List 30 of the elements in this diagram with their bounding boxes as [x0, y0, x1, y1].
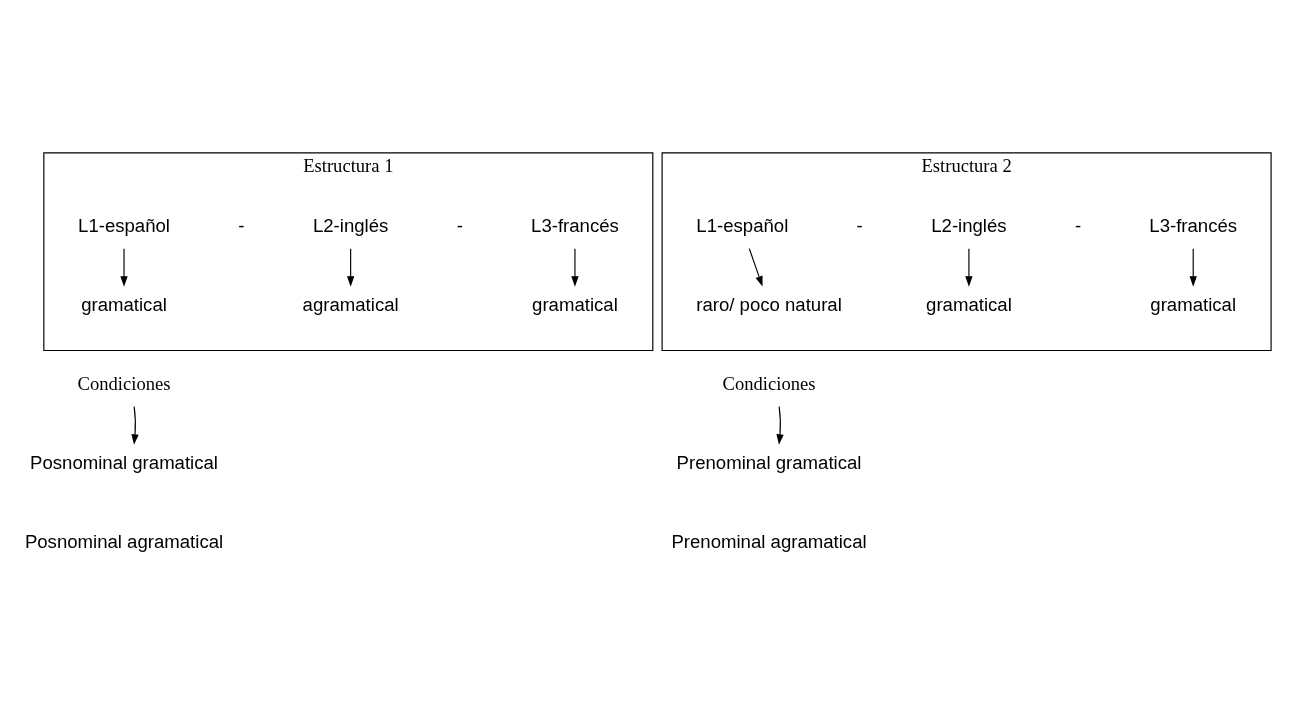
node-text: raro/ poco natural: [696, 293, 842, 315]
arrow: [120, 248, 128, 287]
node-text: gramatical: [926, 293, 1012, 315]
node-text: L3-francés: [1149, 214, 1238, 236]
label: -: [456, 214, 463, 236]
node-text: Prenominal gramatical: [676, 451, 862, 473]
arrow: [1189, 248, 1197, 287]
arrow: [571, 248, 579, 287]
node-text: L3-francés: [531, 214, 619, 236]
node-text: L1-español: [78, 214, 170, 236]
node-text: gramatical: [532, 293, 618, 315]
arrow: [131, 406, 139, 445]
node-text: Posnominal gramatical: [30, 451, 218, 473]
node-text: gramatical: [1150, 293, 1237, 315]
arrow: [965, 248, 973, 287]
node-text: gramatical: [81, 293, 167, 315]
node-text: agramatical: [302, 293, 399, 315]
node-text: Prenominal agramatical: [671, 530, 867, 552]
node-text: L1-español: [696, 214, 789, 236]
node-text: Posnominal agramatical: [24, 530, 224, 552]
label: -: [238, 214, 245, 236]
node-text: Condiciones: [722, 372, 816, 394]
node-text: Condiciones: [77, 372, 171, 394]
arrow: [347, 248, 355, 287]
label: -: [1075, 214, 1082, 236]
arrow: [776, 406, 784, 445]
arrow: [748, 248, 763, 287]
label: -: [856, 214, 863, 236]
node-text: L2-inglés: [312, 214, 389, 236]
node-text: L2-inglés: [931, 214, 1007, 236]
